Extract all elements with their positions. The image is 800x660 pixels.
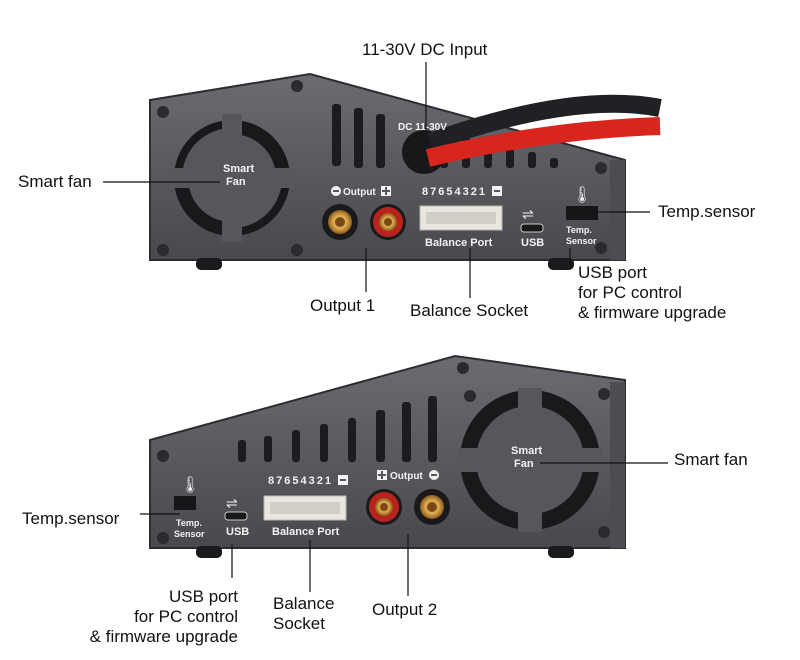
top-foot-right <box>548 258 574 270</box>
callout-bottom-balance-line1: Balance <box>273 594 335 613</box>
callout-top-temp-sensor: Temp.sensor <box>658 202 756 221</box>
top-screw <box>291 244 303 256</box>
callout-bottom-usb-line3: & firmware upgrade <box>89 627 238 646</box>
thermometer-icon: 🌡 <box>572 186 592 204</box>
callout-bottom-balance-socket: Balance Socket <box>273 594 334 634</box>
bottom-foot-left <box>196 546 222 558</box>
top-side-edge <box>610 160 625 260</box>
top-screw <box>157 244 169 256</box>
top-dc-label: DC 11-30V <box>398 122 447 133</box>
bottom-screw <box>157 450 169 462</box>
callout-top-usb-line3: & firmware upgrade <box>578 303 727 322</box>
bottom-screw <box>598 526 610 538</box>
dc-cable-red <box>425 117 661 167</box>
bottom-screw <box>157 532 169 544</box>
callout-bottom-usb-port: USB port for PC control & firmware upgra… <box>62 587 238 647</box>
top-screw <box>595 162 607 174</box>
top-screw <box>157 106 169 118</box>
bottom-screw <box>598 388 610 400</box>
top-usb-label: USB <box>521 237 544 249</box>
top-output-connector-negative <box>322 204 358 240</box>
callout-bottom-usb-line2: for PC control <box>134 607 238 626</box>
svg-text:Output: Output <box>390 471 423 482</box>
bottom-balance-port-label: Balance Port <box>272 526 340 538</box>
usb-icon: ⇌ <box>522 206 534 222</box>
top-foot-left <box>196 258 222 270</box>
top-usb-port: ⇌ USB <box>520 206 544 249</box>
bottom-leader-lines <box>140 462 668 596</box>
top-temp-sensor: 🌡 Temp. Sensor <box>566 186 598 246</box>
top-leader-lines <box>103 62 650 298</box>
top-temp-label-line2: Sensor <box>566 236 597 246</box>
callout-bottom-temp-sensor: Temp.sensor <box>22 509 120 528</box>
callout-top-balance-socket: Balance Socket <box>410 301 529 320</box>
usb-icon: ⇌ <box>226 495 238 511</box>
top-temp-label-line1: Temp. <box>566 225 592 235</box>
top-output-label: Output <box>331 186 391 198</box>
bottom-smart-fan: Smart Fan <box>458 388 602 532</box>
bottom-side-edge <box>610 382 625 548</box>
callout-top-usb-line1: USB port <box>578 263 647 282</box>
bottom-foot-right <box>548 546 574 558</box>
top-charger: Smart Fan DC 11-30V Output <box>149 72 662 270</box>
bottom-charger: Smart Fan Output <box>149 354 626 558</box>
callout-dc-input: 11-30V DC Input <box>362 40 488 59</box>
top-balance-port-label: Balance Port <box>425 237 493 249</box>
callout-output-1: Output 1 <box>310 296 376 315</box>
callout-top-usb-port: USB port for PC control & firmware upgra… <box>578 263 726 323</box>
bottom-output-connector-positive <box>366 489 402 525</box>
bottom-temp-label-line2: Sensor <box>174 529 205 539</box>
callout-bottom-balance-line2: Socket <box>273 614 325 633</box>
bottom-fan-label-line1: Smart <box>511 445 543 457</box>
top-balance-pins: 87654321 <box>422 186 487 198</box>
top-fan-label-line1: Smart <box>223 163 255 175</box>
bottom-output-connector-negative <box>414 489 450 525</box>
dc-cable-black <box>426 94 662 151</box>
bottom-balance-port: 87654321 Balance Port <box>263 475 348 538</box>
top-screw <box>595 242 607 254</box>
bottom-vent-slots <box>238 396 437 462</box>
bottom-usb-port: ⇌ USB <box>224 495 249 538</box>
callout-bottom-usb-line1: USB port <box>169 587 238 606</box>
top-dc-input: DC 11-30V <box>398 94 662 174</box>
callout-bottom-smart-fan: Smart fan <box>674 450 748 469</box>
bottom-output-label: Output <box>377 470 439 482</box>
bottom-temp-sensor: 🌡 Temp. Sensor <box>174 476 205 539</box>
bottom-screw <box>457 362 469 374</box>
callout-top-usb-line2: for PC control <box>578 283 682 302</box>
top-balance-port: 87654321 Balance Port <box>419 186 503 249</box>
top-output-connector-positive <box>370 204 406 240</box>
top-screw <box>291 80 303 92</box>
bottom-fan-label-line2: Fan <box>514 458 534 470</box>
bottom-balance-pins: 87654321 <box>268 475 333 487</box>
svg-text:Output: Output <box>343 187 376 198</box>
bottom-temp-label-line1: Temp. <box>176 518 202 528</box>
thermometer-icon: 🌡 <box>180 476 200 494</box>
top-fan-label-line2: Fan <box>226 176 246 188</box>
top-smart-fan: Smart Fan <box>168 114 296 242</box>
callout-output-2: Output 2 <box>372 600 438 619</box>
bottom-screw <box>464 390 476 402</box>
bottom-usb-label: USB <box>226 526 249 538</box>
callout-top-smart-fan: Smart fan <box>18 172 92 191</box>
